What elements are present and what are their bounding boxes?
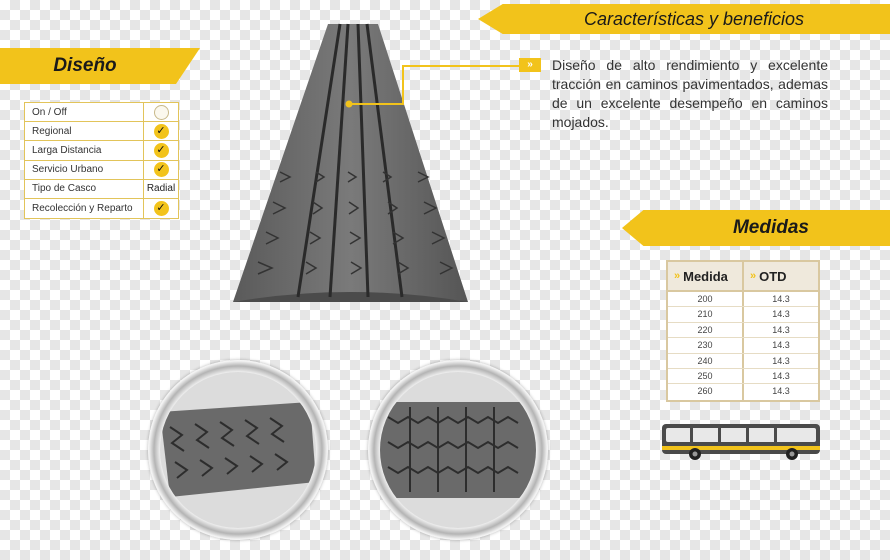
design-label: Recolección y Reparto: [25, 198, 144, 219]
design-row-recoleccion: Recolección y Reparto ✓: [25, 198, 178, 219]
diseno-banner: Diseño: [0, 48, 200, 84]
column-header-medida: »Medida: [668, 262, 744, 290]
design-label: Tipo de Casco: [25, 179, 144, 198]
design-label: Servicio Urbano: [25, 160, 144, 179]
diseno-title: Diseño: [53, 55, 117, 76]
caracteristicas-title: Características y beneficios: [583, 8, 805, 29]
medidas-banner: Medidas: [622, 210, 890, 246]
bus-icon: [662, 424, 820, 460]
design-row-onoff: On / Off: [25, 103, 178, 123]
tread-detail-right: [368, 360, 548, 540]
design-label: Regional: [25, 122, 144, 141]
design-label: Larga Distancia: [25, 141, 144, 160]
description-text: Diseño de alto rendimiento y excelente t…: [552, 57, 828, 130]
checkmark-icon: ✓: [153, 162, 169, 178]
design-row-larga-distancia: Larga Distancia ✓: [25, 141, 178, 161]
double-chevron-icon: »: [674, 270, 681, 282]
column-header-otd: »OTD: [750, 268, 787, 284]
design-row-regional: Regional ✓: [25, 122, 178, 142]
empty-circle-icon: [153, 104, 169, 120]
checkmark-icon: ✓: [153, 123, 169, 139]
caracteristicas-banner: Características y beneficios: [478, 4, 890, 34]
connector-line: [345, 65, 519, 108]
design-value: Radial: [146, 183, 176, 195]
checkmark-icon: ✓: [153, 201, 169, 217]
tire-tread-image: [233, 23, 468, 302]
double-chevron-icon: »: [750, 270, 757, 282]
table-header: »Medida »OTD: [668, 262, 818, 292]
tread-detail-left: [148, 360, 328, 540]
checkmark-icon: ✓: [153, 142, 169, 158]
design-label: On / Off: [25, 103, 144, 122]
medidas-title: Medidas: [732, 217, 810, 238]
design-list: On / Off Regional ✓ Larga Distancia ✓ Se…: [24, 102, 179, 220]
double-chevron-icon: »: [519, 58, 541, 72]
design-row-tipo-casco: Tipo de Casco Radial: [25, 179, 178, 199]
design-row-servicio-urbano: Servicio Urbano ✓: [25, 160, 178, 180]
